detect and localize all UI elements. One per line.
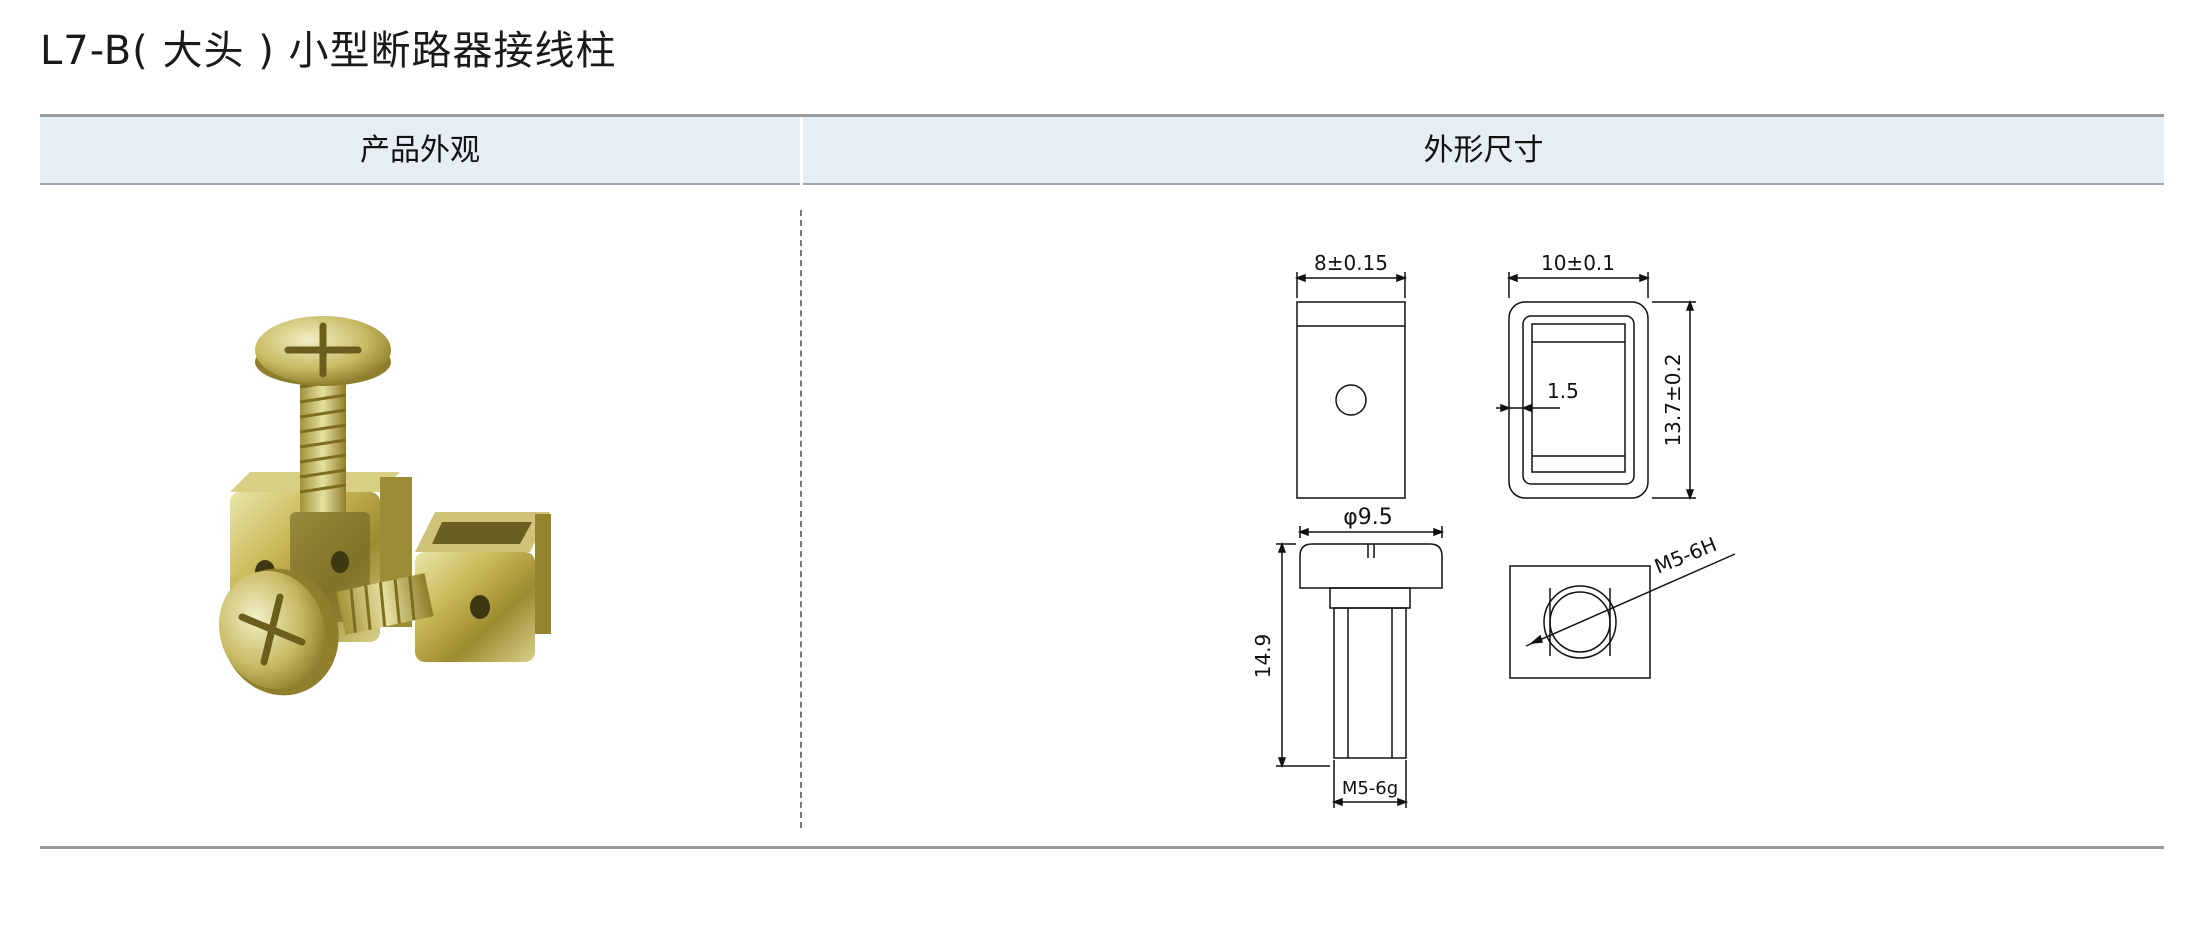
horizontal-screw bbox=[219, 568, 434, 696]
dim-screw-length: 14.9 bbox=[1251, 634, 1275, 679]
screw-view bbox=[1276, 526, 1445, 808]
dim-thread-ext: M5-6g bbox=[1342, 778, 1398, 799]
side-view bbox=[1496, 272, 1696, 501]
front-view bbox=[1294, 272, 1408, 499]
table-bottom-rule bbox=[40, 846, 2164, 849]
table-top-rule bbox=[40, 114, 2164, 117]
column-divider bbox=[800, 210, 802, 828]
dim-width-top: 8±0.15 bbox=[1314, 251, 1388, 275]
dim-head-dia: φ9.5 bbox=[1343, 505, 1393, 530]
dim-width-side: 10±0.1 bbox=[1541, 251, 1615, 275]
product-photo bbox=[219, 316, 551, 696]
header-appearance: 产品外观 bbox=[360, 133, 480, 168]
page-title: L7-B( 大头 ) 小型断路器接线柱 bbox=[40, 28, 617, 74]
hole-view bbox=[1509, 553, 1736, 679]
right-clamp bbox=[415, 512, 551, 662]
dim-height-side: 13.7±0.2 bbox=[1661, 353, 1685, 446]
header-separator bbox=[800, 117, 803, 185]
table-header-row: 产品外观 外形尺寸 bbox=[40, 117, 2164, 185]
spec-table: 产品外观 外形尺寸 bbox=[40, 114, 2164, 850]
vertical-screw bbox=[255, 316, 391, 512]
dim-thread-int: M5-6H bbox=[1651, 532, 1720, 579]
header-dimensions: 外形尺寸 bbox=[1423, 133, 1544, 168]
dimension-drawing: 8±0.15 10±0.1 1.5 13.7±0.2 bbox=[1251, 251, 1736, 808]
dim-wall: 1.5 bbox=[1547, 379, 1579, 403]
